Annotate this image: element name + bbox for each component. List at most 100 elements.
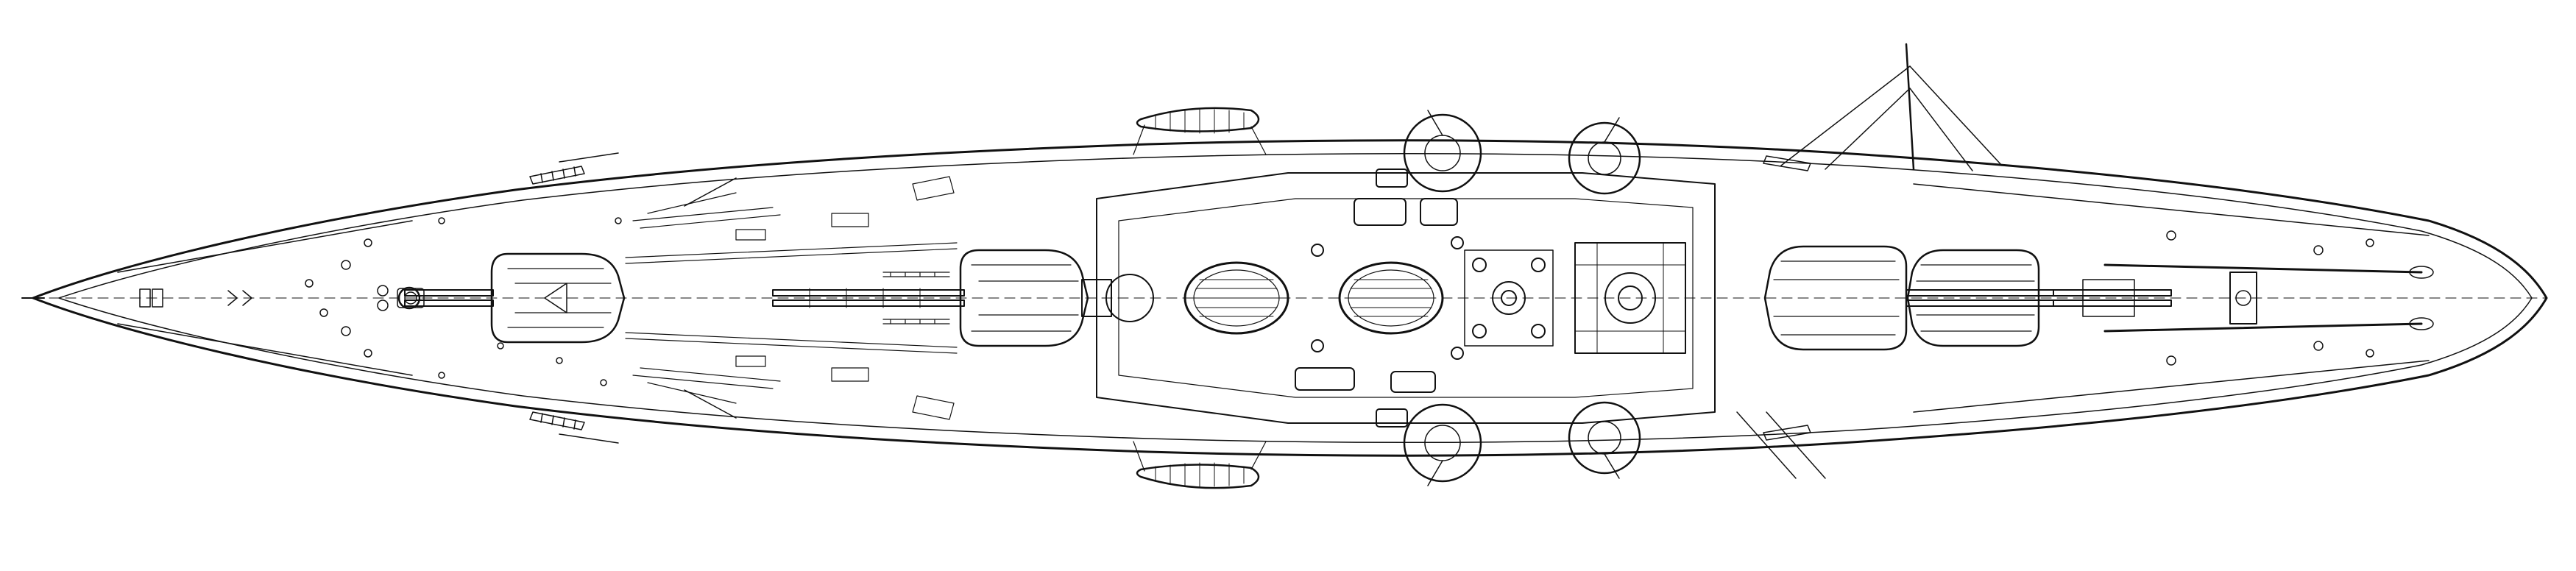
stern-winch-drum — [2236, 291, 2251, 305]
breakwater — [648, 193, 736, 403]
superstructure — [1082, 173, 1715, 423]
sponson-stbd-1 — [1404, 405, 1481, 481]
turret-a-roof-lines — [508, 269, 611, 327]
stair-stbd — [913, 396, 954, 419]
turret-d-roof-lines — [1917, 265, 2034, 331]
boat-port-ribs — [1156, 110, 1244, 133]
bollard-7 — [378, 286, 388, 296]
sponson-gun-barrels — [1428, 110, 1619, 486]
sponson-stbd-2-gun — [1588, 422, 1621, 454]
side-accessories — [530, 153, 1811, 443]
turret-a-gun-2 — [405, 300, 493, 306]
turret-b-gun-1 — [773, 290, 964, 296]
aft-control-frame — [1575, 243, 1685, 353]
stern-winch — [2230, 272, 2257, 324]
skylight-3 — [1295, 368, 1354, 390]
vent-c — [1451, 237, 1463, 249]
stern-bollard-2 — [2167, 356, 2176, 365]
stern-hatch — [2083, 280, 2134, 316]
boat-stbd-ribs — [1156, 463, 1244, 486]
forecastle-rail-1 — [118, 221, 412, 272]
quarterdeck — [1914, 184, 2433, 412]
fitting-11 — [498, 343, 503, 349]
anchor-hawse-stbd — [152, 289, 163, 307]
bollard-2 — [320, 309, 328, 316]
stern-bollard-1 — [2167, 231, 2176, 240]
gangway-port-fwd — [530, 166, 584, 184]
stay-1 — [1781, 66, 1910, 166]
searchlight-platform — [1465, 250, 1553, 346]
hatch-mid-2 — [1376, 409, 1407, 427]
bow-chevron-2 — [243, 291, 252, 305]
quarterdeck-rail-port — [1914, 184, 2429, 235]
forecastle-rail-2 — [118, 324, 412, 375]
boat-stbd — [1137, 464, 1259, 488]
stay-6 — [1766, 412, 1825, 478]
aft-control-director-inner — [1618, 286, 1642, 310]
turret-c-barbette — [1765, 247, 1906, 350]
gangway-stbd-aft — [1763, 425, 1811, 440]
bollard-6 — [364, 350, 372, 357]
secondary-guns — [1376, 110, 1640, 486]
boats — [1133, 108, 1266, 488]
stern-bollard-3 — [2314, 246, 2323, 255]
vent-d — [1451, 347, 1463, 359]
net-boom-port — [559, 153, 736, 418]
bollard-5 — [364, 239, 372, 247]
boom-end-port — [2410, 266, 2433, 278]
fitting-12 — [556, 358, 562, 363]
stair-port — [913, 177, 954, 200]
ladder-port — [883, 272, 949, 277]
sponson-port-2 — [1569, 123, 1640, 194]
aft-control — [1575, 243, 1685, 353]
turret-b-gun-bands — [810, 288, 920, 308]
vent-b — [1312, 340, 1323, 352]
quarterdeck-rail-stbd — [1914, 361, 2429, 412]
net-boom-stbd — [559, 178, 736, 443]
vent-2 — [736, 356, 765, 366]
turret-a-hood — [545, 283, 567, 313]
turret-d — [1908, 250, 2171, 346]
searchlight-4 — [1532, 324, 1545, 338]
fitting-13 — [615, 218, 621, 224]
forecastle-details — [118, 218, 621, 386]
turret-a-muzzle — [399, 288, 420, 308]
anchor-hawse-port — [140, 289, 150, 307]
hatch-mid-1 — [1376, 169, 1407, 187]
forward-deck-lines — [626, 177, 957, 419]
turret-b — [773, 250, 1088, 346]
searchlight-3 — [1473, 324, 1486, 338]
hull — [22, 141, 2547, 455]
turret-a-gun-1 — [405, 290, 493, 296]
turret-a-barbette — [492, 254, 624, 342]
mainmast — [1493, 282, 1525, 314]
aft-control-director — [1605, 273, 1655, 323]
superstructure-deck — [1097, 173, 1715, 423]
boat-davits-stbd — [1133, 441, 1266, 471]
funnel-forward — [1185, 263, 1288, 333]
searchlight-1 — [1473, 258, 1486, 272]
vent-1 — [736, 230, 765, 240]
boom-port — [2105, 265, 2421, 272]
boom-end-stbd — [2410, 318, 2433, 330]
hatch-1 — [832, 213, 868, 227]
stay-5 — [1737, 412, 1796, 478]
gangway-stbd-fwd — [530, 412, 584, 430]
gangway-port-aft — [1763, 156, 1811, 171]
vent-a — [1312, 244, 1323, 256]
turret-b-roof-lines — [972, 265, 1078, 331]
funnel-forward-grille — [1194, 280, 1279, 316]
funnel-aft — [1340, 263, 1443, 333]
bollard-4 — [342, 327, 350, 336]
conning-tower — [1106, 274, 1153, 322]
mainmast-inner — [1501, 291, 1516, 305]
turret-c-roof-lines — [1774, 261, 1899, 335]
deck-rails-port — [626, 208, 957, 263]
turret-b-barbette — [960, 250, 1088, 346]
turret-c-gun-1 — [1906, 290, 2053, 296]
sponson-port-2-gun — [1588, 142, 1621, 174]
bollard-1 — [305, 280, 313, 287]
jackstaff-mast — [1906, 44, 1914, 169]
